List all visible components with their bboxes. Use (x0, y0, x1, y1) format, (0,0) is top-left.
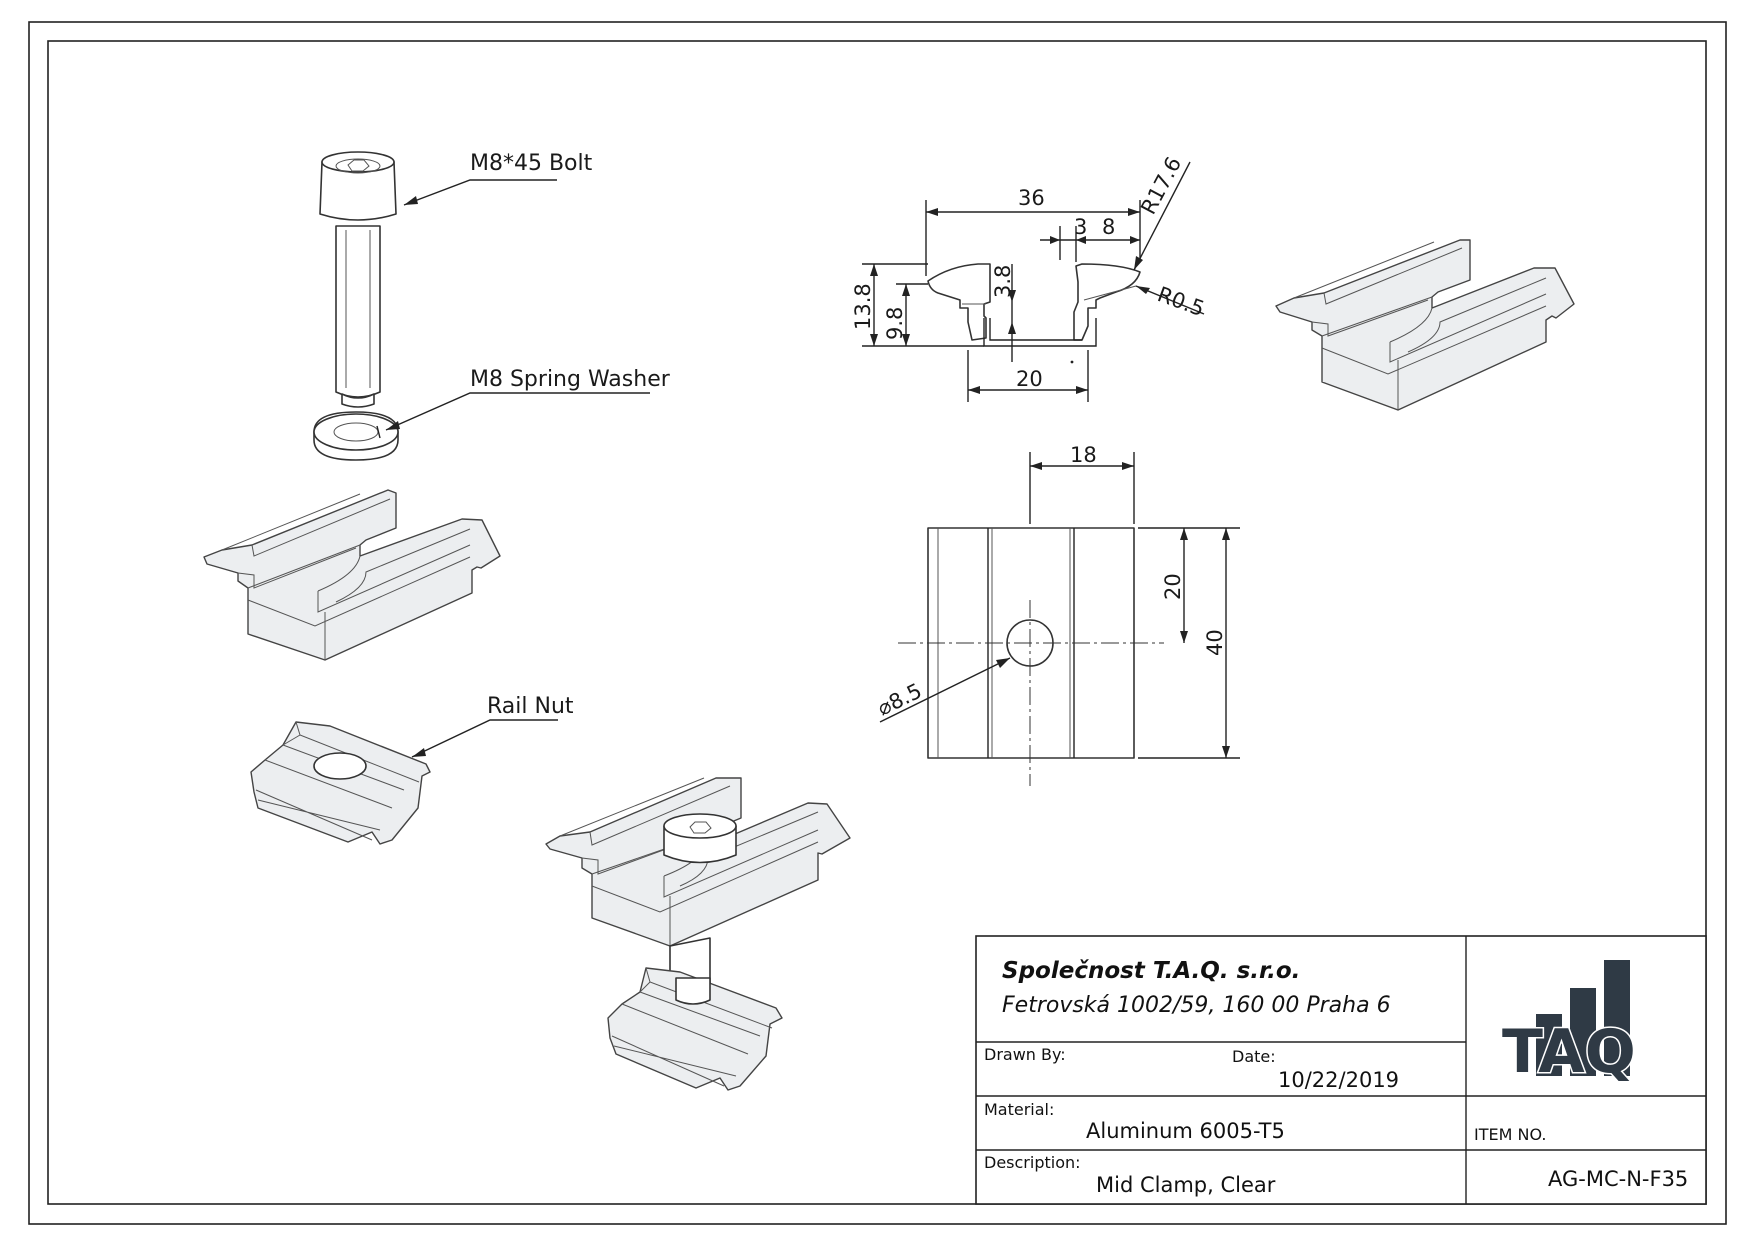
material-value: Aluminum 6005-T5 (1086, 1119, 1285, 1143)
date-value: 10/22/2019 (1278, 1068, 1399, 1092)
title-block: Společnost T.A.Q. s.r.o. Fetrovská 1002/… (975, 935, 1707, 1205)
assembled-clamp-view (545, 777, 851, 1091)
rail-nut-iso-left (250, 721, 431, 845)
dim-3: 3 (1074, 215, 1087, 239)
dim-20-bottom: 20 (1016, 367, 1043, 391)
taq-logo: TAQ (1501, 960, 1637, 1089)
item-no-value: AG-MC-N-F35 (1548, 1167, 1688, 1191)
description-label: Description: (984, 1153, 1081, 1172)
dim-18: 18 (1070, 443, 1097, 467)
dim-dia-8-5: ⌀8.5 (874, 679, 926, 721)
bolt-label: M8*45 Bolt (470, 151, 593, 176)
dim-40: 40 (1203, 629, 1227, 656)
outer-border (28, 21, 1727, 1225)
company-address: Fetrovská 1002/59, 160 00 Praha 6 (1002, 993, 1391, 1018)
dim-9-8: 9.8 (883, 307, 907, 340)
date-label: Date: (1232, 1047, 1276, 1066)
dim-13-8: 13.8 (851, 283, 875, 330)
inner-border (47, 40, 1707, 1205)
dim-r17: R17.6 (1136, 153, 1186, 218)
description-value: Mid Clamp, Clear (1096, 1173, 1276, 1197)
material-label: Material: (984, 1100, 1054, 1119)
mid-clamp-iso-right (1275, 239, 1575, 411)
mid-clamp-iso-left (203, 489, 501, 661)
spring-washer-drawing (313, 411, 399, 461)
profile-section-view: 36 3 8 R17.6 R0.5 13.8 9.8 3.8 20 (851, 153, 1208, 402)
dim-3-8: 3.8 (991, 265, 1015, 298)
top-view: 18 20 40 ⌀8.5 (874, 443, 1240, 786)
washer-label: M8 Spring Washer (470, 367, 671, 392)
item-no-label: ITEM NO. (1474, 1125, 1547, 1144)
drawn-by-label: Drawn By: (984, 1045, 1066, 1064)
washer-leader: M8 Spring Washer (385, 367, 671, 431)
company-name: Společnost T.A.Q. s.r.o. (1002, 958, 1300, 984)
dim-36: 36 (1018, 186, 1045, 210)
dim-r05: R0.5 (1154, 282, 1207, 321)
rail-nut-leader: Rail Nut (411, 694, 574, 758)
rail-nut-label: Rail Nut (487, 694, 574, 719)
bolt-leader: M8*45 Bolt (403, 151, 593, 206)
dim-20-side: 20 (1161, 573, 1185, 600)
dim-8: 8 (1102, 215, 1115, 239)
bolt-drawing (319, 151, 397, 408)
logo-text: TAQ (1502, 1017, 1636, 1087)
